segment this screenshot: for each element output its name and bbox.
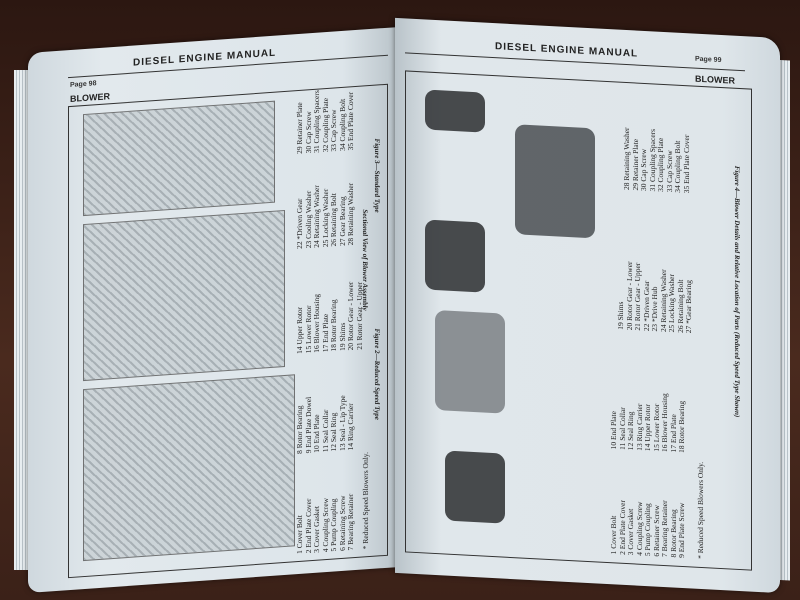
page-number: Page 98 [70,80,97,89]
assembly-caption: Sectional View of Blower Assembly [361,209,369,311]
page-edges-left [14,70,30,570]
parts-list-item: 35 End Plate Cover [681,134,691,194]
figure-3-caption: Figure 3—Standard Type [373,138,381,213]
parts-list-item: 7 Bearing Retainer [346,493,355,551]
sectional-diagram-upper [83,209,285,382]
end-plate-part [425,219,485,293]
parts-list-item: 18 Rotor Bearing [677,400,686,454]
parts-list-item: 35 End Plate Cover [346,91,355,151]
parts-list-item: 27 *Gear Bearing [684,279,693,334]
footnote: * Reduced Speed Blowers Only. [361,451,370,550]
running-header: DIESEL ENGINE MANUAL [495,41,639,60]
footnote: * Reduced Speed Blowers Only. [696,461,705,560]
parts-list-item: 9 End Plate Screw [677,502,686,559]
end-plate-cover-part [425,89,485,133]
page-number: Page 99 [695,55,722,65]
left-page: DIESEL ENGINE MANUAL Page 98 BLOWER 1 Co… [28,27,398,593]
blower-housing-part [515,124,595,239]
section-title: BLOWER [695,73,735,86]
end-plate-lower-part [445,450,505,524]
right-page: DIESEL ENGINE MANUAL Page 99 BLOWER 1 Co… [395,17,780,594]
rotors-part [435,310,505,414]
section-title: BLOWER [70,91,110,104]
figure-4-caption: Figure 4—Blower Details and Relative Loc… [733,165,741,418]
figure-3-diagram [83,100,275,217]
running-header: DIESEL ENGINE MANUAL [133,47,277,69]
figure-2-diagram [83,374,295,562]
parts-list-item: 14 Ring Carrier [346,402,355,451]
parts-list-item: 28 Retaining Washer [346,182,355,246]
figure-2-caption: Figure 2—Reduced Speed Type [373,328,381,421]
